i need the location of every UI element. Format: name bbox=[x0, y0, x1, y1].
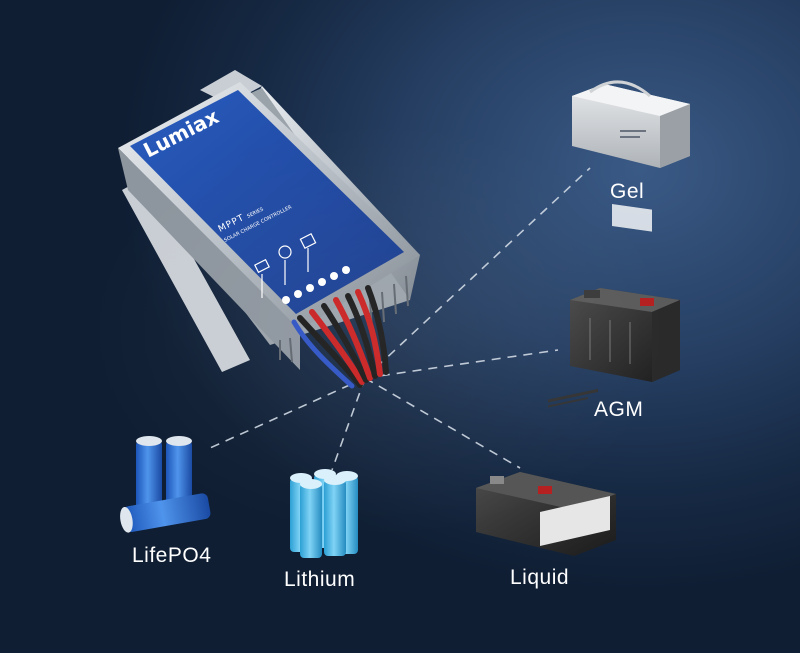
label-lifepo4: LifePO4 bbox=[132, 544, 212, 567]
liquid-battery bbox=[476, 388, 616, 556]
label-liquid: Liquid bbox=[510, 566, 570, 589]
line-to-lifepo4 bbox=[209, 377, 366, 449]
label-gel: Gel bbox=[610, 180, 645, 203]
lithium-cells bbox=[290, 469, 358, 558]
label-lithium: Lithium bbox=[284, 568, 356, 591]
lifepo4-cells bbox=[120, 436, 211, 533]
line-to-lithium bbox=[331, 377, 366, 471]
connection-lines bbox=[209, 167, 591, 471]
line-to-agm bbox=[364, 349, 559, 379]
charge-controller: Lumiax MPPT SERIES SOLAR CHARGE CONTROLL… bbox=[118, 70, 420, 389]
gel-battery bbox=[572, 80, 690, 232]
line-to-gel bbox=[364, 167, 591, 379]
agm-battery bbox=[570, 288, 680, 382]
line-to-liquid bbox=[364, 377, 521, 469]
label-agm: AGM bbox=[594, 398, 644, 421]
